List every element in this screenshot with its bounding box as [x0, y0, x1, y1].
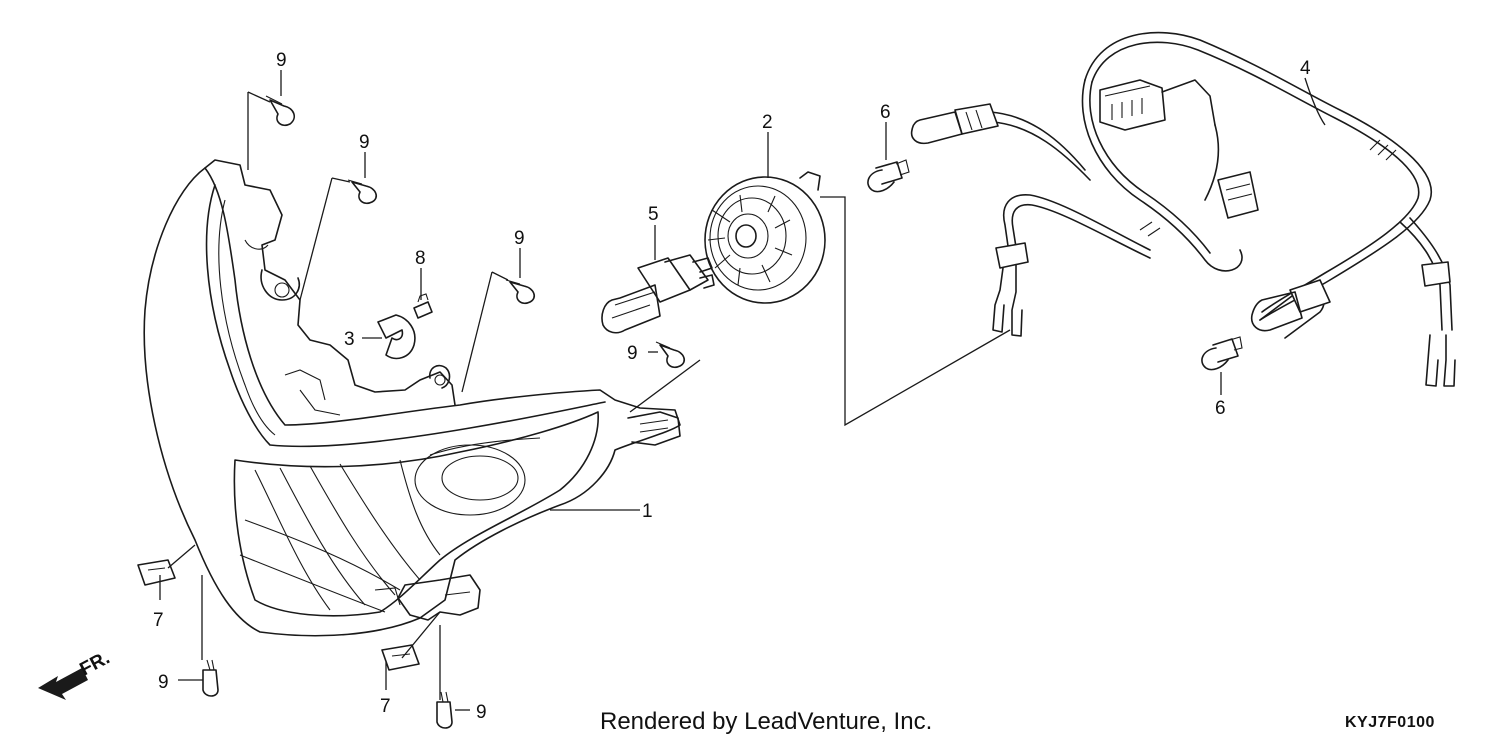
callout-3: 3	[344, 329, 355, 350]
callout-6: 6	[1215, 398, 1226, 419]
headlight-bulb	[601, 254, 715, 334]
callout-7: 7	[380, 696, 391, 717]
callout-9: 9	[158, 672, 169, 693]
callout-7: 7	[153, 610, 164, 631]
callout-8: 8	[415, 248, 426, 269]
callout-2: 2	[762, 112, 773, 133]
socket-cover	[704, 171, 826, 304]
callout-5: 5	[648, 204, 659, 225]
credit-text: Rendered by LeadVenture, Inc.	[600, 708, 933, 735]
diagram-code: KYJ7F0100	[1345, 714, 1435, 731]
callout-9: 9	[514, 228, 525, 249]
front-arrow: FR.	[38, 648, 113, 700]
callout-numbers: 9 9 9 8 3 5 9 2 6 6 4 1 7 7 9 9	[153, 50, 1311, 723]
clamp-and-screws	[377, 293, 433, 360]
callout-9: 9	[359, 132, 370, 153]
callout-9: 9	[476, 702, 487, 723]
callout-4: 4	[1300, 58, 1311, 79]
position-bulbs	[867, 159, 1243, 371]
callout-1: 1	[642, 501, 653, 522]
clip-nuts	[137, 559, 420, 671]
sub-harness	[910, 31, 1456, 387]
callout-9: 9	[276, 50, 287, 71]
screws	[202, 95, 686, 729]
callout-9: 9	[627, 343, 638, 364]
leader-lines	[159, 70, 1326, 711]
headlight-assembly	[143, 159, 681, 637]
callout-6: 6	[880, 102, 891, 123]
